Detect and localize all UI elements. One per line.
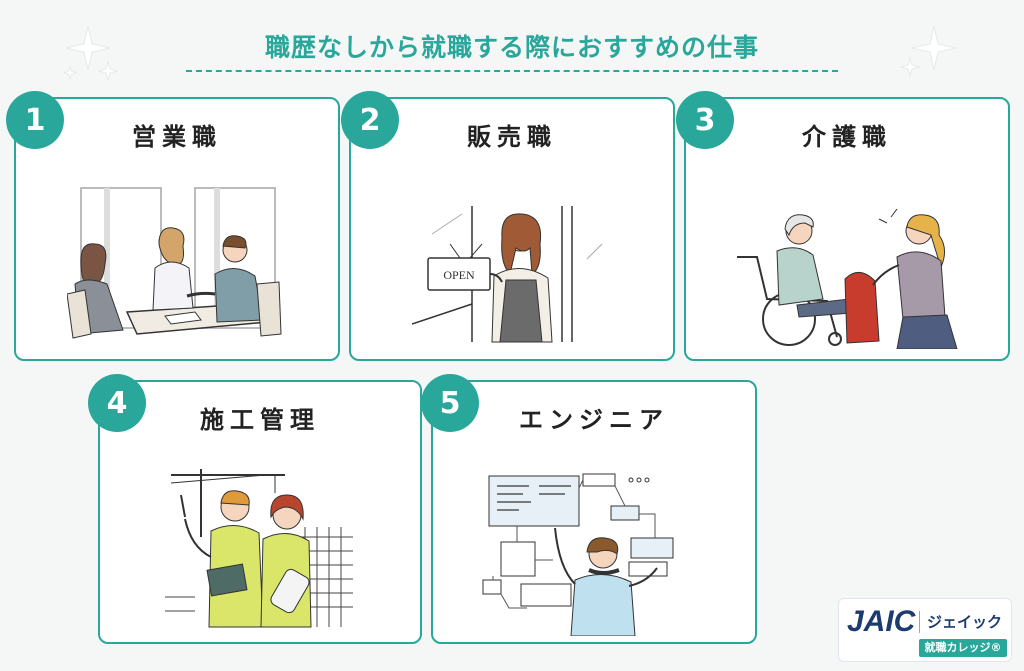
construction-illustration	[165, 469, 353, 628]
card-number-badge: 1	[6, 91, 64, 149]
sales-meeting-illustration	[67, 187, 282, 339]
job-card-caregiver: 介護職	[684, 97, 1010, 361]
logo-name: ジェイック	[927, 613, 1003, 631]
page-title: 職歴なしから就職する際におすすめの仕事	[264, 33, 759, 62]
engineer-illustration	[482, 473, 674, 636]
card-title: 施工管理	[200, 406, 320, 434]
card-number-badge: 5	[421, 374, 479, 432]
job-card-sales: 営業職	[14, 97, 340, 361]
card-number-badge: 2	[341, 91, 399, 149]
card-number-badge: 3	[676, 91, 734, 149]
logo-subtitle: 就職カレッジ®	[919, 639, 1007, 657]
logo-divider	[919, 611, 920, 633]
job-card-retail: 販売職 OPEN	[349, 97, 675, 361]
open-sign-text: OPEN	[443, 268, 475, 282]
logo-mark: JAIC	[847, 605, 916, 638]
job-card-construction-management: 施工管理	[98, 380, 422, 644]
job-card-engineer: エンジニア	[431, 380, 757, 644]
card-title: エンジニア	[519, 406, 669, 434]
card-title: 営業職	[132, 123, 222, 151]
card-title: 介護職	[802, 123, 892, 151]
jaic-logo: JAIC ジェイック 就職カレッジ®	[838, 598, 1012, 662]
card-number-badge: 4	[88, 374, 146, 432]
caregiver-illustration	[737, 209, 958, 349]
sparkle-icon	[899, 25, 957, 78]
retail-shop-illustration: OPEN	[412, 206, 603, 343]
sparkle-icon	[62, 25, 119, 82]
card-title: 販売職	[467, 123, 557, 151]
title-underline	[186, 70, 838, 72]
